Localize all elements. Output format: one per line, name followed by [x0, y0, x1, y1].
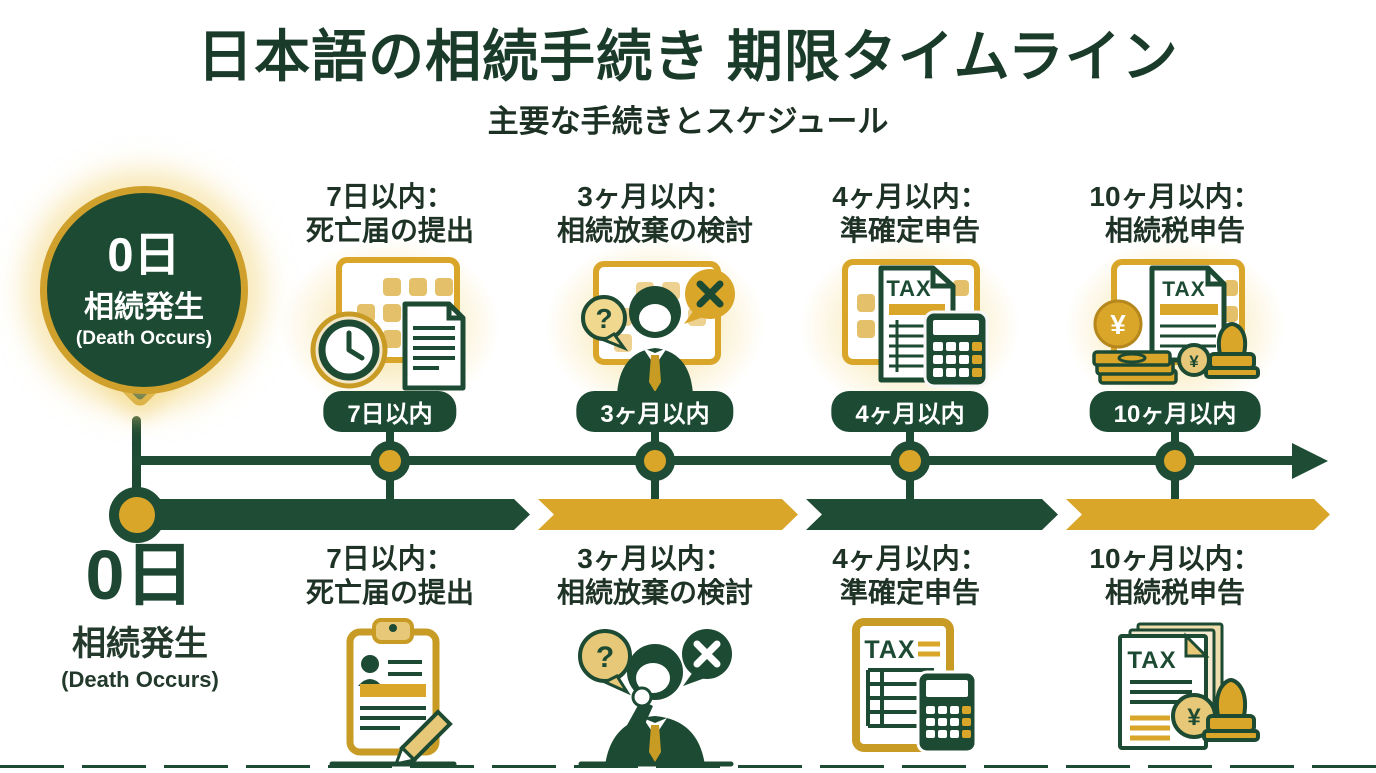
tax-form-calculator-icon: TAX [842, 259, 989, 388]
milestone-task: 相続放棄の検討 [556, 215, 753, 247]
timeline-axis [132, 456, 1294, 465]
milestone-deadline: 4ヶ月以内： [832, 181, 988, 212]
origin-event: 相続発生 [84, 290, 204, 324]
icon-wrap: TAX [830, 616, 990, 766]
tax-money-stamp-icon: TAX ¥ ¥ [1092, 259, 1260, 386]
chevron-segment-4 [1066, 499, 1330, 530]
yen-symbol: ¥ [1110, 309, 1126, 340]
milestone-deadline: 7日以内： [326, 181, 454, 212]
milestone-task: 相続税申告 [1104, 577, 1245, 609]
page-title: 日本語の相続手続き 期限タイムライン [197, 25, 1179, 88]
chevron-segment-2 [538, 499, 798, 530]
origin-bottom: 0日 相続発生 (Death Occurs) [28, 540, 252, 693]
hand-icon [631, 686, 653, 708]
yen-symbol: ¥ [1187, 704, 1201, 731]
timeline-arrowhead-icon [1292, 443, 1328, 479]
timeline-node-10months [1155, 441, 1195, 481]
yen-coin-icon [1093, 299, 1143, 349]
tax-documents-stamp-icon: TAX ¥ [1118, 622, 1260, 751]
badge-7days: 7日以内 [323, 391, 457, 432]
milestone-top-3: 4ヶ月以内： 準確定申告 TAX [785, 180, 1035, 416]
tax-label: TAX [1127, 647, 1176, 674]
stamp-icon [1202, 678, 1260, 743]
milestone-deadline: 3ヶ月以内： [577, 543, 733, 574]
milestone-top-2: 3ヶ月以内： 相続放棄の検討 ? [530, 180, 780, 416]
chevron-segment-3 [806, 499, 1058, 530]
badge-10months: 10ヶ月以内 [1089, 391, 1261, 432]
origin-event-en: (Death Occurs) [61, 667, 219, 692]
timeline-node-7days [370, 441, 410, 481]
person-question-cross-icon: ? [581, 261, 735, 395]
milestone-deadline: 10ヶ月以内： [1089, 181, 1261, 212]
milestone-deadline: 4ヶ月以内： [832, 543, 988, 574]
milestone-top-1: 7日以内： 死亡届の提出 [265, 180, 515, 416]
icon-glow: ? [544, 238, 766, 416]
yen-symbol: ¥ [1189, 352, 1199, 371]
milestone-top-4: 10ヶ月以内： 相続税申告 TAX ¥ ¥ [1050, 180, 1300, 416]
person-icon [361, 655, 379, 674]
header: 日本語の相続手続き 期限タイムライン 主要な手続きとスケジュール [0, 26, 1376, 141]
milestone-bottom-1: 7日以内： 死亡届の提出 [265, 542, 515, 773]
icon-glow: TAX ¥ ¥ [1064, 238, 1286, 416]
badge-4months: 4ヶ月以内 [831, 391, 989, 432]
milestone-bottom-3: 4ヶ月以内： 準確定申告 TAX [785, 542, 1035, 766]
milestone-task: 死亡届の提出 [305, 215, 474, 247]
origin-event-en: (Death Occurs) [75, 327, 213, 349]
milestone-bottom-4: 10ヶ月以内： 相続税申告 TAX ¥ [1050, 542, 1300, 766]
icon-wrap: TAX ¥ [1090, 616, 1260, 766]
tax-form-calculator-icon: TAX [852, 618, 978, 754]
badge-3months: 3ヶ月以内 [576, 391, 734, 432]
icon-wrap [310, 616, 470, 773]
stamp-icon [1204, 322, 1260, 380]
money-stack-icon [1092, 350, 1178, 386]
timeline-origin-node [109, 487, 165, 543]
milestone-task: 準確定申告 [839, 215, 980, 247]
bottom-cropped-strip [0, 765, 1376, 768]
question-mark: ? [596, 641, 614, 674]
tax-label: TAX [1162, 278, 1205, 301]
milestone-task: 相続税申告 [1104, 215, 1245, 247]
tax-label: TAX [886, 276, 931, 301]
thinking-person-icon: ? [578, 629, 734, 767]
icon-wrap: ? [565, 616, 745, 773]
question-mark: ? [595, 303, 612, 334]
tax-label: TAX [864, 636, 915, 664]
milestone-deadline: 10ヶ月以内： [1089, 543, 1261, 574]
origin-day: 0日 [107, 228, 181, 282]
icon-glow: TAX [799, 238, 1021, 416]
milestone-task: 相続放棄の検討 [556, 577, 753, 609]
page-subtitle: 主要な手続きとスケジュール [487, 103, 889, 139]
origin-day: 0日 [85, 536, 195, 614]
milestone-deadline: 3ヶ月以内： [577, 181, 733, 212]
milestone-task: 準確定申告 [839, 577, 980, 609]
milestone-deadline: 7日以内： [326, 543, 454, 574]
origin-event: 相続発生 [72, 625, 208, 663]
calendar-clock-document-icon [310, 257, 466, 391]
clipboard-pencil-icon [329, 618, 457, 767]
milestone-task: 死亡届の提出 [305, 577, 474, 609]
milestone-bottom-2: 3ヶ月以内： 相続放棄の検討 ? [530, 542, 780, 773]
icon-glow [279, 238, 501, 416]
timeline-node-4months [890, 441, 930, 481]
timeline-node-3months [635, 441, 675, 481]
origin-pin: 0日 相続発生 (Death Occurs) [40, 186, 248, 394]
chevron-segment-1 [134, 499, 530, 530]
